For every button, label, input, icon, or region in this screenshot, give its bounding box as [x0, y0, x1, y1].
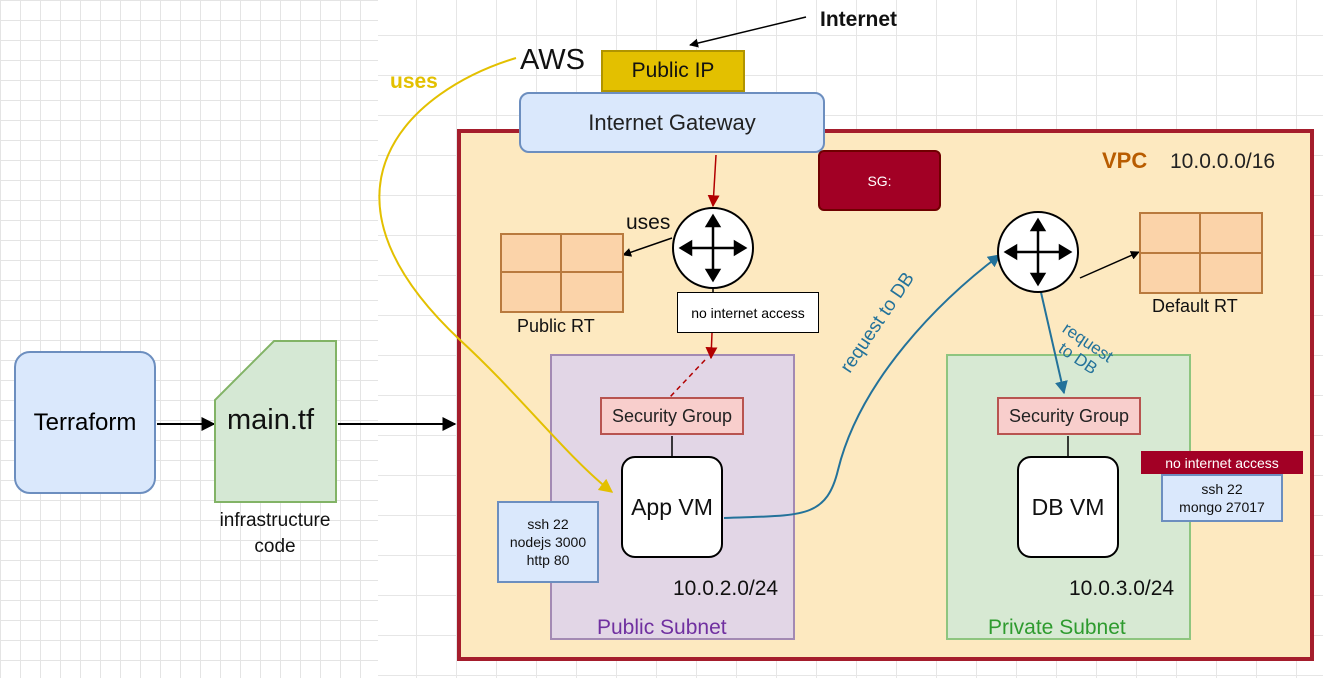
note-to-secgroup-arrow	[705, 332, 718, 360]
canvas-grid-left	[0, 0, 378, 678]
infra-code-line1: infrastructure	[219, 510, 331, 531]
router-to-default-rt-arrow	[1079, 251, 1140, 279]
app-ports-note: ssh 22 nodejs 3000 http 80	[497, 501, 599, 583]
note-to-secgroup-dashed	[669, 359, 706, 398]
aws-label: AWS	[520, 44, 585, 76]
uses-yellow-arrow	[378, 57, 614, 493]
public-subnet-name: Public Subnet	[597, 616, 727, 639]
db-port-mongo: mongo 27017	[1179, 499, 1265, 515]
private-subnet-cidr: 10.0.3.0/24	[1069, 577, 1175, 600]
public-rt-label: Public RT	[517, 316, 595, 336]
internet-arrow	[689, 16, 807, 48]
vpc-title: VPC	[1102, 148, 1148, 173]
db-vm[interactable]: DB VM	[1017, 456, 1119, 558]
app-security-group[interactable]: Security Group	[600, 397, 744, 435]
private-subnet-name: Private Subnet	[988, 616, 1126, 639]
internet-label: Internet	[820, 8, 898, 31]
app-vm[interactable]: App VM	[621, 456, 723, 558]
sg-box[interactable]: SG:	[818, 150, 941, 211]
public-rt-table-icon[interactable]	[500, 233, 624, 313]
db-security-group[interactable]: Security Group	[997, 397, 1141, 435]
db-port-ssh: ssh 22	[1201, 480, 1243, 497]
default-rt-label: Default RT	[1152, 296, 1238, 316]
public-ip-box[interactable]: Public IP	[601, 50, 745, 92]
igw-to-router-arrow	[707, 154, 720, 208]
router-icon-public[interactable]	[672, 207, 754, 289]
terraform-box[interactable]: Terraform	[14, 351, 156, 494]
public-subnet-cidr: 10.0.2.0/24	[673, 577, 779, 600]
app-port-http: http 80	[526, 552, 570, 569]
no-internet-access-badge: no internet access	[1141, 451, 1303, 474]
no-internet-access-note: no internet access	[677, 292, 819, 333]
app-port-ssh: ssh 22	[527, 515, 569, 532]
internet-gateway-box[interactable]: Internet Gateway	[519, 92, 825, 153]
db-ports-note: ssh 22 mongo 27017	[1161, 474, 1283, 522]
default-rt-table-icon[interactable]	[1139, 212, 1263, 294]
vpc-cidr: 10.0.0.0/16	[1170, 150, 1276, 173]
infra-code-line2: code	[254, 536, 296, 557]
router-to-public-rt-arrow	[622, 237, 673, 257]
router-icon-private[interactable]	[997, 211, 1079, 293]
app-port-nodejs: nodejs 3000	[509, 533, 587, 550]
request-to-db-arrow-1	[723, 254, 1002, 519]
uses-yellow-label: uses	[390, 70, 438, 93]
request-to-db-arrow-2	[1039, 287, 1068, 395]
uses-label: uses	[626, 211, 671, 234]
main-tf-shape[interactable]	[214, 340, 337, 503]
main-tf-label: main.tf	[227, 404, 315, 436]
